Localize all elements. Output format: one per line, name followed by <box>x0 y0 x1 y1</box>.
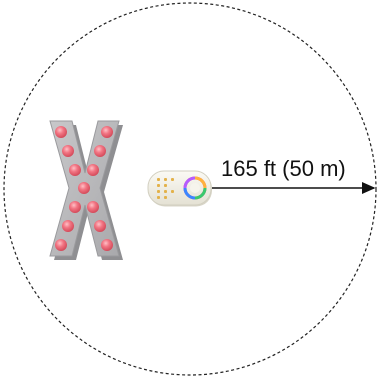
rgb-remote-control-icon <box>148 171 212 207</box>
range-label: 165 ft (50 m) <box>221 156 346 181</box>
marquee-letter-x-icon <box>50 121 123 260</box>
